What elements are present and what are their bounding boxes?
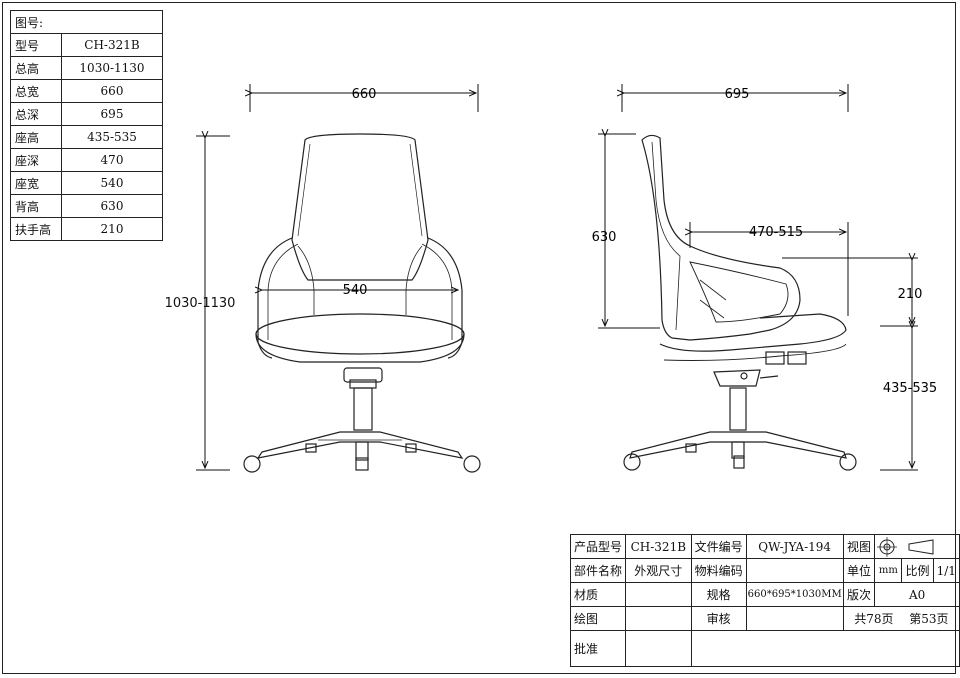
dim-side-depth: 695 xyxy=(725,87,750,102)
value: 1/1 xyxy=(932,558,960,583)
gas-lift xyxy=(353,387,373,431)
side-gas-lift xyxy=(729,387,747,431)
spec-header: 图号: xyxy=(10,10,62,34)
caster xyxy=(355,457,369,471)
dim-back-height: 630 xyxy=(592,230,617,245)
side-seat xyxy=(659,313,847,352)
dim-seat-width: 540 xyxy=(343,283,368,298)
right-arm xyxy=(427,237,463,359)
dim-front-width: 660 xyxy=(352,87,377,102)
third-angle-projection-icon xyxy=(877,536,934,557)
value: QW-JYA-194 xyxy=(745,534,844,559)
value: 外观尺寸 xyxy=(625,558,692,583)
label: 产品型号 xyxy=(569,534,627,559)
seat-cushion xyxy=(255,313,465,355)
spec-value: 630 xyxy=(61,194,163,218)
spec-value: CH-321B xyxy=(61,33,163,57)
side-mechanism xyxy=(765,351,785,365)
side-dimensions xyxy=(598,84,918,471)
caster xyxy=(839,453,857,471)
title-row: 部件名称 外观尺寸 物料编码 单位 mm 比例 1/1 xyxy=(569,558,960,583)
caster xyxy=(623,453,641,471)
star-base xyxy=(256,431,464,459)
value: 660*695*1030MM xyxy=(745,582,844,607)
caster xyxy=(463,455,481,473)
label: 视图 xyxy=(842,534,876,559)
spec-value: 1030-1130 xyxy=(61,56,163,80)
label: 批准 xyxy=(569,630,627,667)
spec-value: 210 xyxy=(61,217,163,241)
dim-total-height: 1030-1130 xyxy=(165,296,236,311)
side-shell xyxy=(641,134,801,341)
label: 比例 xyxy=(901,558,934,583)
dim-seat-height: 435-535 xyxy=(883,381,937,396)
label: 规格 xyxy=(690,582,747,607)
spec-label: 型号 xyxy=(10,33,62,57)
label: 物料编码 xyxy=(690,558,747,583)
side-view xyxy=(623,134,857,471)
spec-label: 座深 xyxy=(10,148,62,172)
title-row: 批准 xyxy=(569,630,960,667)
left-arm xyxy=(257,237,293,359)
front-dimensions xyxy=(196,84,479,471)
value: A0 xyxy=(874,582,960,607)
spec-value: 660 xyxy=(61,79,163,103)
label: 审核 xyxy=(690,606,747,631)
value: CH-321B xyxy=(625,534,692,559)
label: 版次 xyxy=(842,582,876,607)
page-count: 共78页 xyxy=(854,612,894,626)
title-row: 材质 规格 660*695*1030MM 版次 A0 xyxy=(569,582,960,607)
spec-label: 扶手高 xyxy=(10,217,62,241)
label: 部件名称 xyxy=(569,558,627,583)
title-row: 产品型号 CH-321B 文件编号 QW-JYA-194 视图 xyxy=(569,534,960,559)
backrest-outline xyxy=(291,133,429,281)
projection-symbol xyxy=(874,534,960,559)
label: 材质 xyxy=(569,582,627,607)
spec-value: 435-535 xyxy=(61,125,163,149)
caster xyxy=(243,455,261,473)
title-row: 绘图 审核 共78页 第53页 xyxy=(569,606,960,631)
title-block: 产品型号 CH-321B 文件编号 QW-JYA-194 视图 部件名称 外观尺… xyxy=(569,534,960,667)
label: 文件编号 xyxy=(690,534,747,559)
side-star-base xyxy=(629,431,847,459)
front-view xyxy=(243,133,481,473)
label: 单位 xyxy=(842,558,876,583)
caster xyxy=(733,455,745,469)
spec-label: 总高 xyxy=(10,56,62,80)
dim-armrest-height: 210 xyxy=(898,287,923,302)
spec-header-row: 图号: xyxy=(10,10,163,34)
dim-seat-depth: 470-515 xyxy=(749,225,803,240)
page-number: 第53页 xyxy=(909,612,949,626)
spec-label: 总宽 xyxy=(10,79,62,103)
value: mm xyxy=(874,558,903,583)
mechanism xyxy=(343,367,383,383)
label: 绘图 xyxy=(569,606,627,631)
spec-label: 背高 xyxy=(10,194,62,218)
